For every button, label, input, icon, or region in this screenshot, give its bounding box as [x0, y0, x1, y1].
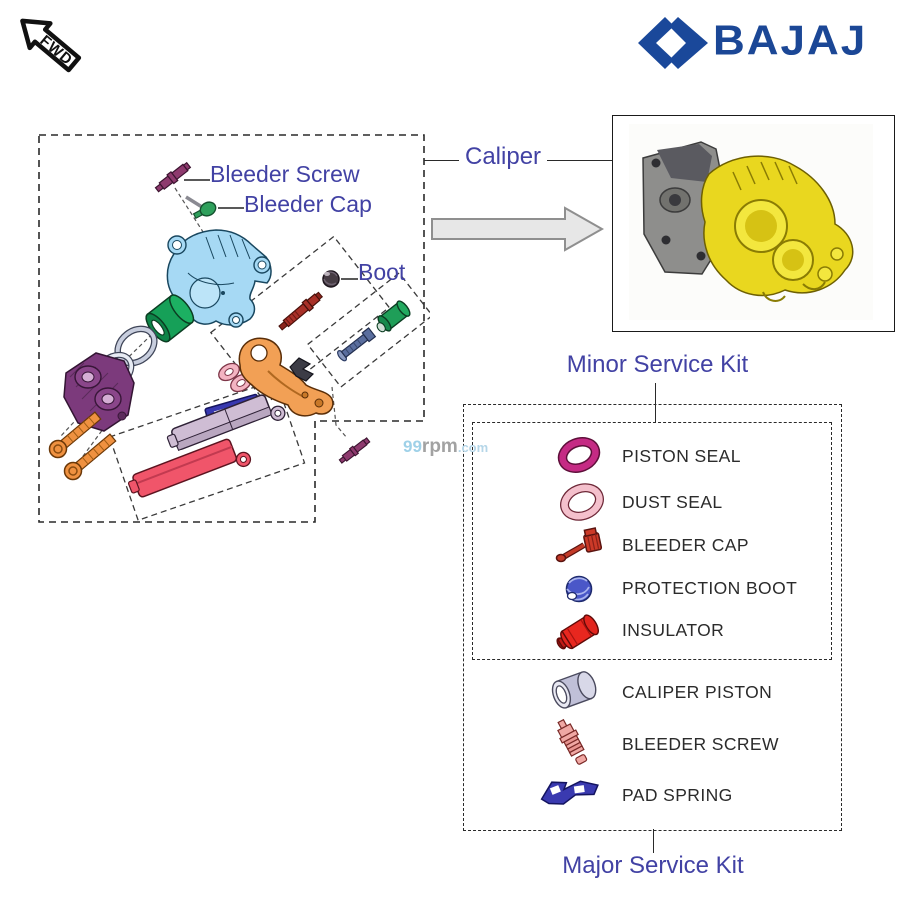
flow-arrow-icon	[431, 206, 605, 252]
caliper-piston-icon	[551, 671, 597, 709]
kit-item-label: PISTON SEAL	[622, 446, 741, 466]
bleeder-screw-part	[154, 161, 192, 193]
caliper-label: Caliper	[459, 143, 548, 171]
piston-seal-icon	[557, 437, 601, 473]
caliper-bracket-plate	[642, 141, 722, 275]
kit-item-label: CALIPER PISTON	[622, 682, 773, 702]
boot-label: Boot	[358, 259, 406, 285]
bleeder-screw-label: Bleeder Screw	[210, 161, 360, 187]
cap-screw-part	[185, 195, 203, 209]
caliper-piston-part	[145, 294, 195, 343]
boot-part	[322, 270, 340, 288]
bleeder-screw-icon	[557, 718, 588, 765]
kit-item-label: PAD SPRING	[622, 785, 733, 805]
minor-kit-box	[472, 422, 832, 660]
bajaj-emblem-icon	[638, 17, 708, 69]
watermark: 99rpm.com	[403, 436, 488, 458]
kit-item-label: BLEEDER CAP	[622, 535, 749, 555]
major-kit-box	[463, 404, 842, 831]
insulator-group-dashed-box	[306, 272, 430, 388]
guide-pin-part	[278, 291, 324, 331]
kit-item-label: INSULATOR	[622, 620, 725, 640]
bleeder-cap-icon	[555, 527, 603, 563]
watermark-part3: .com	[457, 440, 489, 455]
minor-kit-title: Minor Service Kit	[566, 351, 749, 378]
brand-wordmark: BAJAJ	[713, 17, 868, 64]
brake-pad-inner-part	[127, 438, 252, 498]
kit-item-label: PROTECTION BOOT	[622, 578, 798, 598]
mount-bolt-part	[48, 411, 117, 481]
bleeder-cap-label: Bleeder Cap	[244, 191, 372, 217]
bleeder-cap-part	[192, 201, 217, 220]
washers-part	[218, 362, 252, 393]
fwd-arrow-stamp: FWD	[20, 18, 82, 73]
exploded-box-border	[38, 134, 425, 523]
caliper-photo	[629, 124, 873, 320]
bleeder-screw-small-part	[338, 437, 371, 464]
caliper-photo-box	[612, 115, 895, 332]
major-kit-connector	[653, 829, 654, 853]
caliper-body-part	[166, 229, 272, 328]
major-kit-title: Major Service Kit	[562, 852, 744, 879]
kit-item-label: BLEEDER SCREW	[622, 734, 779, 754]
pin-group-dashed-box	[209, 235, 391, 405]
retainer-clip-part	[289, 357, 315, 382]
protection-boot-icon	[565, 575, 593, 603]
watermark-part2: rpm	[421, 436, 458, 457]
watermark-part1: 99	[403, 437, 422, 456]
dust-seal-icon	[560, 483, 604, 521]
carrier-bracket-part	[238, 337, 334, 417]
assembly-line	[331, 386, 348, 439]
caliper-bolt-part	[337, 327, 377, 362]
minor-kit-connector	[655, 383, 656, 422]
pad-spring-icon	[540, 780, 599, 805]
mount-bracket-part	[63, 352, 135, 432]
kit-item-label: DUST SEAL	[622, 492, 723, 512]
insulator-part	[376, 300, 411, 333]
caliper-yellow-body	[700, 155, 854, 302]
insulator-icon	[556, 614, 599, 650]
assembly-line	[59, 406, 107, 464]
assembly-line	[174, 187, 206, 236]
brake-pad-outer-part	[166, 394, 286, 451]
exploded-diagram	[38, 134, 430, 523]
pads-dashed-box	[108, 378, 306, 522]
